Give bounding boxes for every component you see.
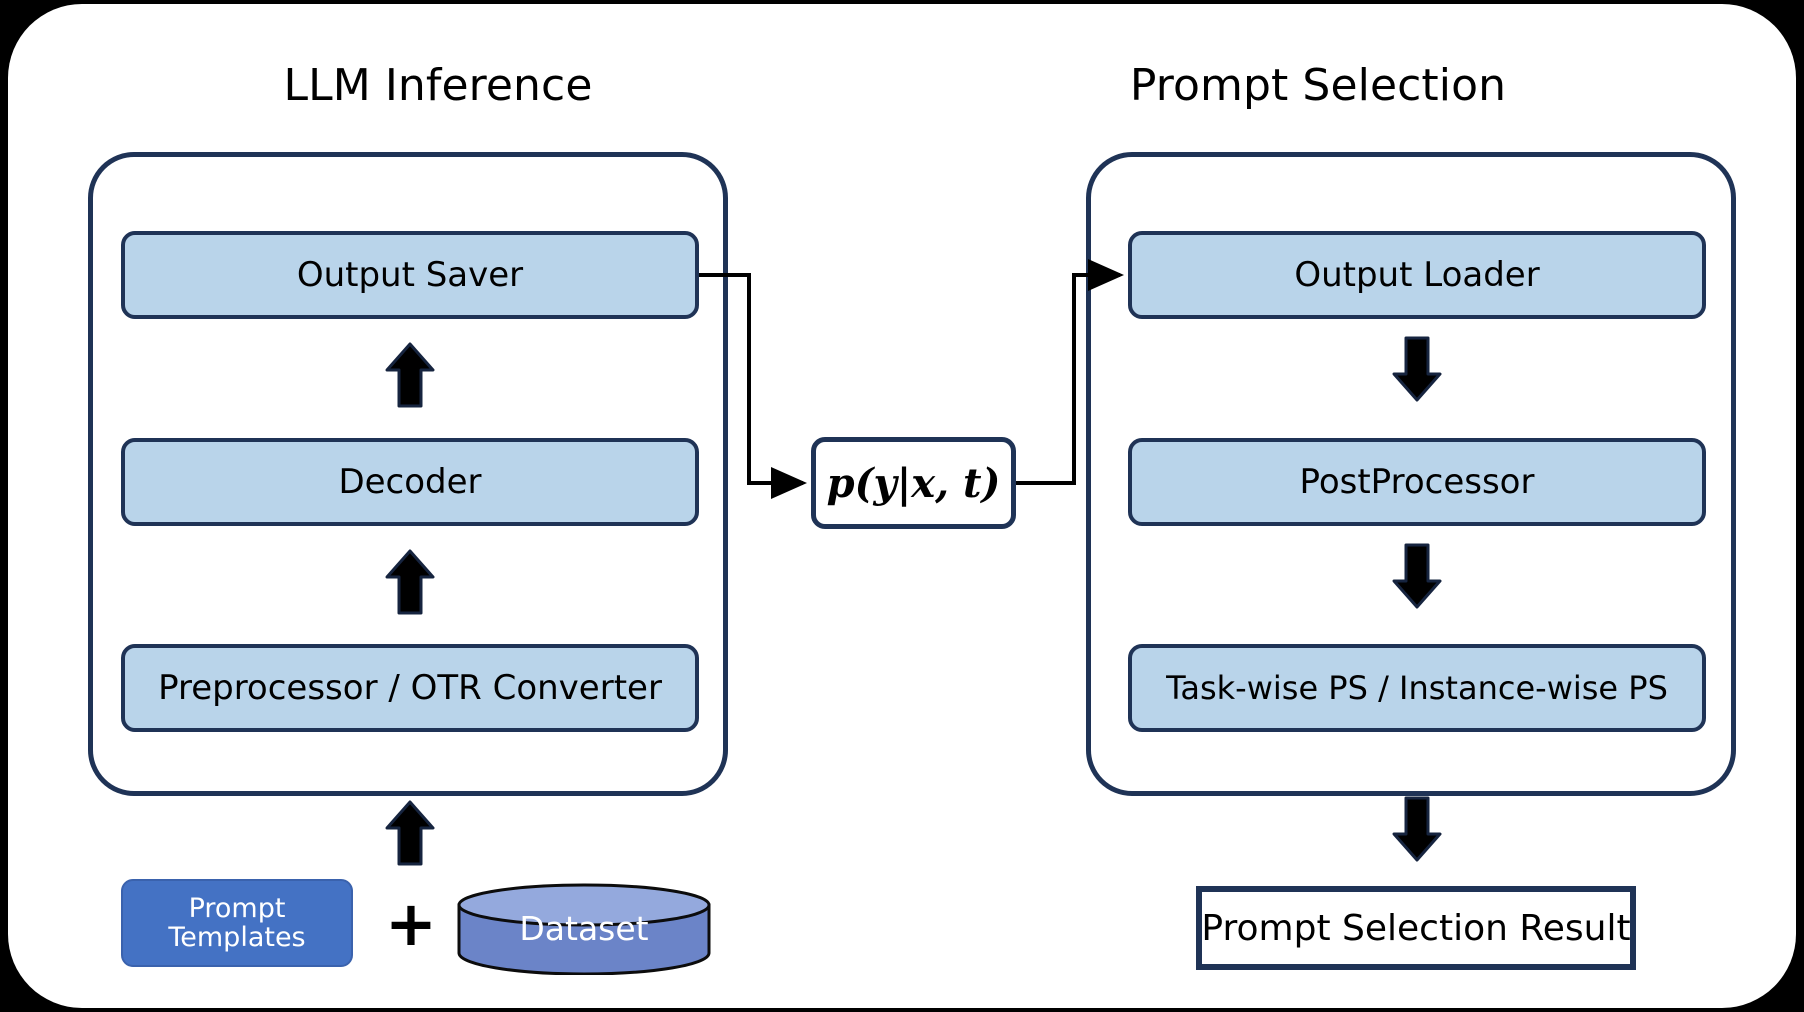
node-output-saver[interactable]: Output Saver — [121, 231, 699, 319]
node-prompt-selection-result[interactable]: Prompt Selection Result — [1196, 886, 1636, 970]
node-postprocessor[interactable]: PostProcessor — [1128, 438, 1706, 526]
node-prompt-templates[interactable]: Prompt Templates — [121, 879, 353, 967]
arrow-ps-to-result — [1392, 796, 1442, 862]
node-dataset[interactable]: Dataset — [455, 883, 713, 976]
section-title-prompt-selection: Prompt Selection — [1129, 60, 1507, 111]
figure-canvas: LLM Inference Prompt Selection Output Sa… — [8, 4, 1796, 1008]
node-probability-formula: p(y|x, t) — [811, 437, 1016, 529]
cylinder-icon — [457, 883, 711, 976]
prompt-templates-line-2: Templates — [168, 922, 306, 953]
node-output-loader[interactable]: Output Loader — [1128, 231, 1706, 319]
plus-operator-icon: + — [385, 887, 437, 960]
arrow-inputs-to-preprocessor — [385, 800, 435, 866]
prompt-templates-line-1: Prompt — [188, 892, 286, 924]
section-title-llm-inference: LLM Inference — [283, 60, 593, 111]
node-decoder[interactable]: Decoder — [121, 438, 699, 526]
node-preprocessor-otr-converter[interactable]: Preprocessor / OTR Converter — [121, 644, 699, 732]
node-task-wise-ps-instance-wise-ps[interactable]: Task-wise PS / Instance-wise PS — [1128, 644, 1706, 732]
